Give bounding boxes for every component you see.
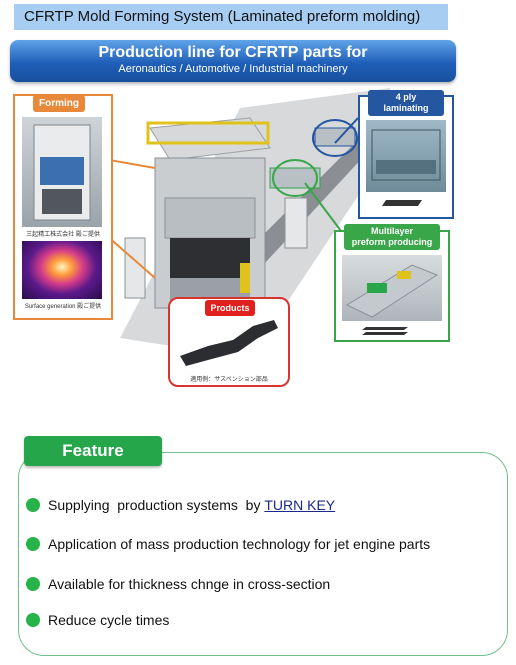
bullet-icon bbox=[26, 537, 40, 551]
products-caption: 適用例：サスペンション部品 bbox=[190, 377, 268, 383]
forming-caption-top: 三起精工株式会社 殿ご提供 bbox=[26, 232, 100, 238]
thermal-image bbox=[22, 241, 102, 299]
products-label: Products bbox=[205, 300, 255, 316]
laminating-label-line1: 4 ply bbox=[395, 92, 417, 102]
preform-stack-icon bbox=[362, 327, 408, 335]
feature-item-text: Supplying production systems by bbox=[48, 497, 265, 513]
feature-panel bbox=[18, 452, 508, 656]
feature-title: Feature bbox=[24, 436, 162, 466]
feature-item: Reduce cycle times bbox=[26, 609, 169, 631]
feature-item-text: Reduce cycle times bbox=[48, 612, 170, 628]
suspension-part-image bbox=[180, 320, 278, 366]
preform-label: Multilayer preform producing bbox=[344, 224, 440, 250]
bullet-icon bbox=[26, 498, 40, 512]
bullet-icon bbox=[26, 613, 40, 627]
press-machine-photo bbox=[22, 117, 102, 227]
forming-caption-bottom: Surface generation 殿ご提供 bbox=[24, 304, 102, 310]
preform-photo bbox=[342, 255, 442, 321]
laminating-label-line2: laminating bbox=[383, 103, 429, 113]
feature-item: Supplying production systems by TURN KEY bbox=[26, 494, 335, 516]
preform-label-line2: preform producing bbox=[351, 237, 433, 247]
page-title: CFRTP Mold Forming System (Laminated pre… bbox=[14, 4, 448, 30]
laminating-label: 4 ply laminating bbox=[368, 90, 444, 116]
bullet-icon bbox=[26, 577, 40, 591]
feature-item-text: Available for thickness chnge in cross-s… bbox=[48, 576, 331, 592]
banner: Production line for CFRTP parts for Aero… bbox=[10, 40, 456, 82]
forming-label: Forming bbox=[33, 95, 85, 112]
laminating-photo bbox=[366, 120, 446, 192]
ply-stack-icon bbox=[382, 200, 422, 206]
preform-label-line1: Multilayer bbox=[370, 226, 413, 236]
feature-item: Available for thickness chnge in cross-s… bbox=[26, 573, 330, 595]
production-line-illustration bbox=[100, 88, 390, 358]
banner-subtitle: Aeronautics / Automotive / Industrial ma… bbox=[118, 63, 348, 75]
feature-item: Application of mass production technolog… bbox=[26, 533, 430, 555]
turn-key-link[interactable]: TURN KEY bbox=[264, 497, 336, 513]
feature-item-text: Application of mass production technolog… bbox=[48, 536, 431, 552]
banner-title: Production line for CFRTP parts for bbox=[98, 44, 368, 61]
